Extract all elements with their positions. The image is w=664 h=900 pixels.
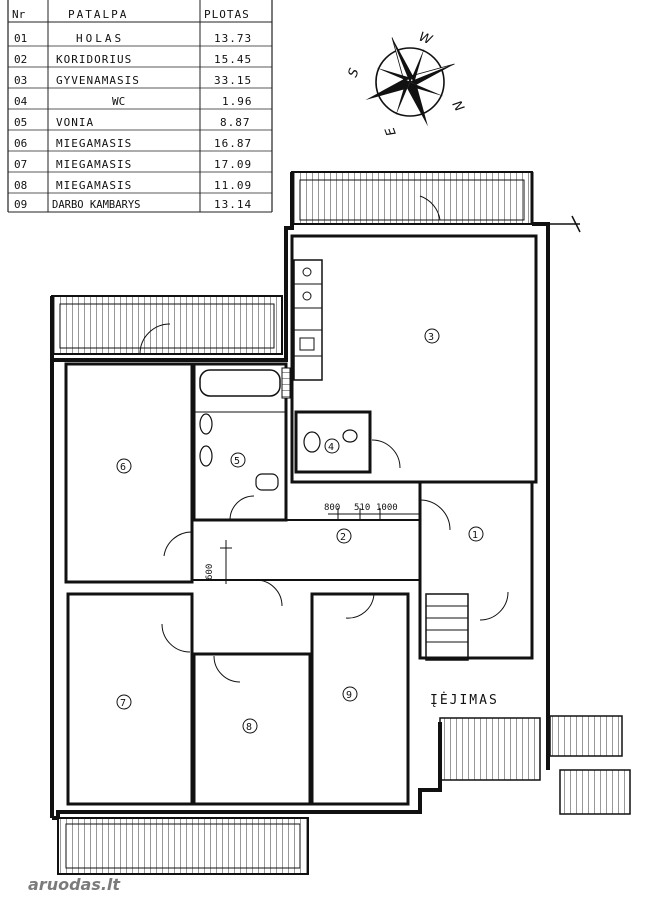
dimension-label: 800 (324, 503, 340, 513)
legend-table: Nr PATALPA PLOTAS 01 HOLAS 13.73 02 KORI… (7, 0, 273, 213)
compass-label-w: W (417, 30, 435, 49)
legend-row-area: 11.09 (214, 179, 252, 192)
legend-header-room: PATALPA (68, 8, 128, 21)
legend-header-area: PLOTAS (204, 8, 250, 21)
compass-rose: W N S E (346, 30, 467, 138)
room-marker-1: 1 (468, 526, 484, 542)
legend-row-area: 17.09 (214, 158, 252, 171)
room-number: 2 (340, 532, 346, 543)
room-number: 6 (120, 462, 126, 473)
room-marker-9: 9 (342, 686, 358, 702)
stairs-right (439, 715, 631, 815)
legend-header-nr: Nr (12, 8, 26, 21)
legend-row-nr: 02 (14, 53, 27, 66)
dimension-label: 1000 (376, 503, 398, 513)
balcony-top-right (291, 171, 533, 225)
dimension-label: 510 (354, 503, 370, 513)
balcony-top-left (51, 295, 283, 355)
room-number: 4 (328, 442, 334, 453)
room-marker-3: 3 (424, 328, 440, 344)
legend-row-area: 15.45 (214, 53, 252, 66)
compass-label-n: N (449, 99, 467, 115)
compass-label-e: E (383, 124, 400, 138)
entrance-label: ĮĖJIMAS (430, 692, 499, 708)
legend-row-area: 33.15 (214, 74, 252, 87)
room-number: 7 (120, 698, 126, 709)
legend-row-area: 16.87 (214, 137, 252, 150)
room-marker-2: 2 (336, 528, 352, 544)
balcony-bottom (57, 817, 309, 875)
legend-row-name: WC (112, 95, 125, 108)
legend-row-name: DARBO KAMBARYS (52, 199, 141, 211)
legend-row-nr: 09 (14, 198, 27, 211)
compass-label-s: S (346, 66, 363, 79)
watermark: aruodas.lt (28, 875, 121, 894)
room-number: 5 (234, 456, 240, 467)
walls (50, 172, 581, 820)
legend-row-name: MIEGAMASIS (56, 158, 132, 171)
legend-row-area: 8.87 (220, 116, 251, 129)
room-number: 1 (472, 530, 478, 541)
legend-row-nr: 08 (14, 179, 27, 192)
legend-row-nr: 04 (14, 95, 28, 108)
legend-row-name: KORIDORIUS (56, 53, 132, 66)
legend-row-nr: 07 (14, 158, 27, 171)
legend-row-name: MIEGAMASIS (56, 137, 132, 150)
legend-row-name: HOLAS (76, 32, 124, 45)
legend-row-area: 13.14 (214, 198, 252, 211)
dimension-label: 600 (205, 564, 215, 580)
legend-row-area: 13.73 (214, 32, 252, 45)
legend-row-nr: 05 (14, 116, 27, 129)
legend-row-nr: 06 (14, 137, 27, 150)
room-number: 9 (346, 690, 352, 701)
legend-row-nr: 01 (14, 32, 27, 45)
room-number: 3 (428, 332, 434, 343)
room-marker-5: 5 (230, 452, 246, 468)
legend-row-nr: 03 (14, 74, 27, 87)
room-number: 8 (246, 722, 252, 733)
room-marker-4: 4 (324, 438, 340, 454)
legend-row-area: 1.96 (222, 95, 253, 108)
legend-row-name: MIEGAMASIS (56, 179, 132, 192)
dimension-lines (220, 508, 420, 584)
room-marker-6: 6 (116, 458, 132, 474)
compass-star-icon (365, 37, 455, 127)
room-marker-8: 8 (242, 718, 258, 734)
room-marker-7: 7 (116, 694, 132, 710)
legend-row-name: GYVENAMASIS (56, 74, 140, 87)
legend-row-name: VONIA (56, 116, 94, 129)
